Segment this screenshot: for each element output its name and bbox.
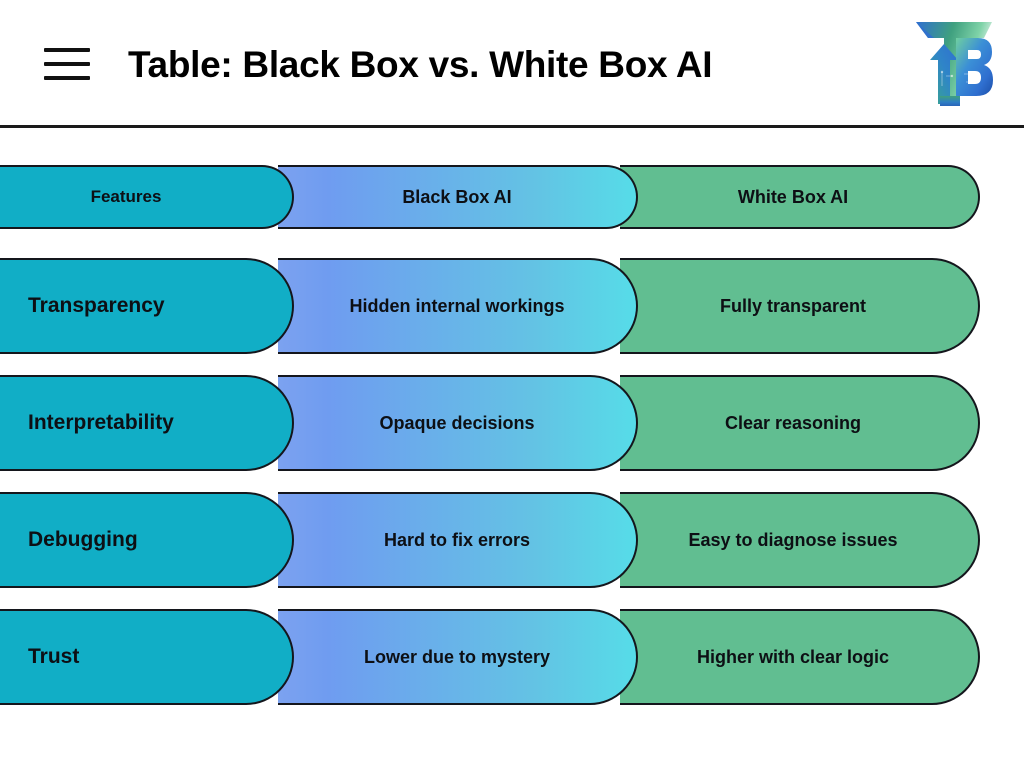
row-black-box-cell: Opaque decisions xyxy=(278,375,638,471)
row-feature-cell: Interpretability xyxy=(0,375,294,471)
row-feature-label: Transparency xyxy=(28,293,165,317)
row-feature-label: Trust xyxy=(28,644,80,668)
row-white-box-label: Easy to diagnose issues xyxy=(688,529,898,550)
table-row: Debugging Hard to fix errors Easy to dia… xyxy=(0,492,1024,588)
row-feature-cell: Trust xyxy=(0,609,294,705)
row-white-box-label: Higher with clear logic xyxy=(696,646,890,667)
page-header: Table: Black Box vs. White Box AI xyxy=(0,0,1024,128)
row-white-box-cell: Easy to diagnose issues xyxy=(620,492,980,588)
comparison-table: Features Black Box AI White Box AI Trans… xyxy=(0,165,1024,705)
table-row: Trust Lower due to mystery Higher with c… xyxy=(0,609,1024,705)
table-row: Interpretability Opaque decisions Clear … xyxy=(0,375,1024,471)
row-white-box-label: Clear reasoning xyxy=(724,412,862,433)
column-header-black-box-label: Black Box AI xyxy=(402,186,512,207)
page-title: Table: Black Box vs. White Box AI xyxy=(128,44,713,85)
row-black-box-label: Lower due to mystery xyxy=(363,646,551,667)
row-feature-cell: Debugging xyxy=(0,492,294,588)
row-feature-cell: Transparency xyxy=(0,258,294,354)
column-header-black-box: Black Box AI xyxy=(278,165,638,229)
row-black-box-label: Hidden internal workings xyxy=(349,295,565,316)
row-black-box-label: Opaque decisions xyxy=(379,412,535,433)
row-white-box-label: Fully transparent xyxy=(719,295,867,316)
table-row: Transparency Hidden internal workings Fu… xyxy=(0,258,1024,354)
row-black-box-cell: Hard to fix errors xyxy=(278,492,638,588)
column-header-white-box-label: White Box AI xyxy=(737,186,849,207)
row-feature-label: Interpretability xyxy=(28,410,174,434)
column-header-features: Features xyxy=(0,165,294,229)
tb-monogram-logo xyxy=(900,12,1000,112)
row-white-box-cell: Higher with clear logic xyxy=(620,609,980,705)
header-divider xyxy=(0,125,1024,128)
row-white-box-cell: Clear reasoning xyxy=(620,375,980,471)
row-white-box-cell: Fully transparent xyxy=(620,258,980,354)
row-feature-label: Debugging xyxy=(28,527,138,551)
row-black-box-label: Hard to fix errors xyxy=(383,529,531,550)
row-black-box-cell: Lower due to mystery xyxy=(278,609,638,705)
column-header-white-box: White Box AI xyxy=(620,165,980,229)
menu-bar-1 xyxy=(44,48,90,52)
hamburger-menu-icon[interactable] xyxy=(44,48,90,81)
column-header-features-label: Features xyxy=(90,187,162,207)
row-black-box-cell: Hidden internal workings xyxy=(278,258,638,354)
menu-bar-3 xyxy=(44,76,90,80)
table-header-row: Features Black Box AI White Box AI xyxy=(0,165,1024,229)
menu-bar-2 xyxy=(44,62,90,66)
